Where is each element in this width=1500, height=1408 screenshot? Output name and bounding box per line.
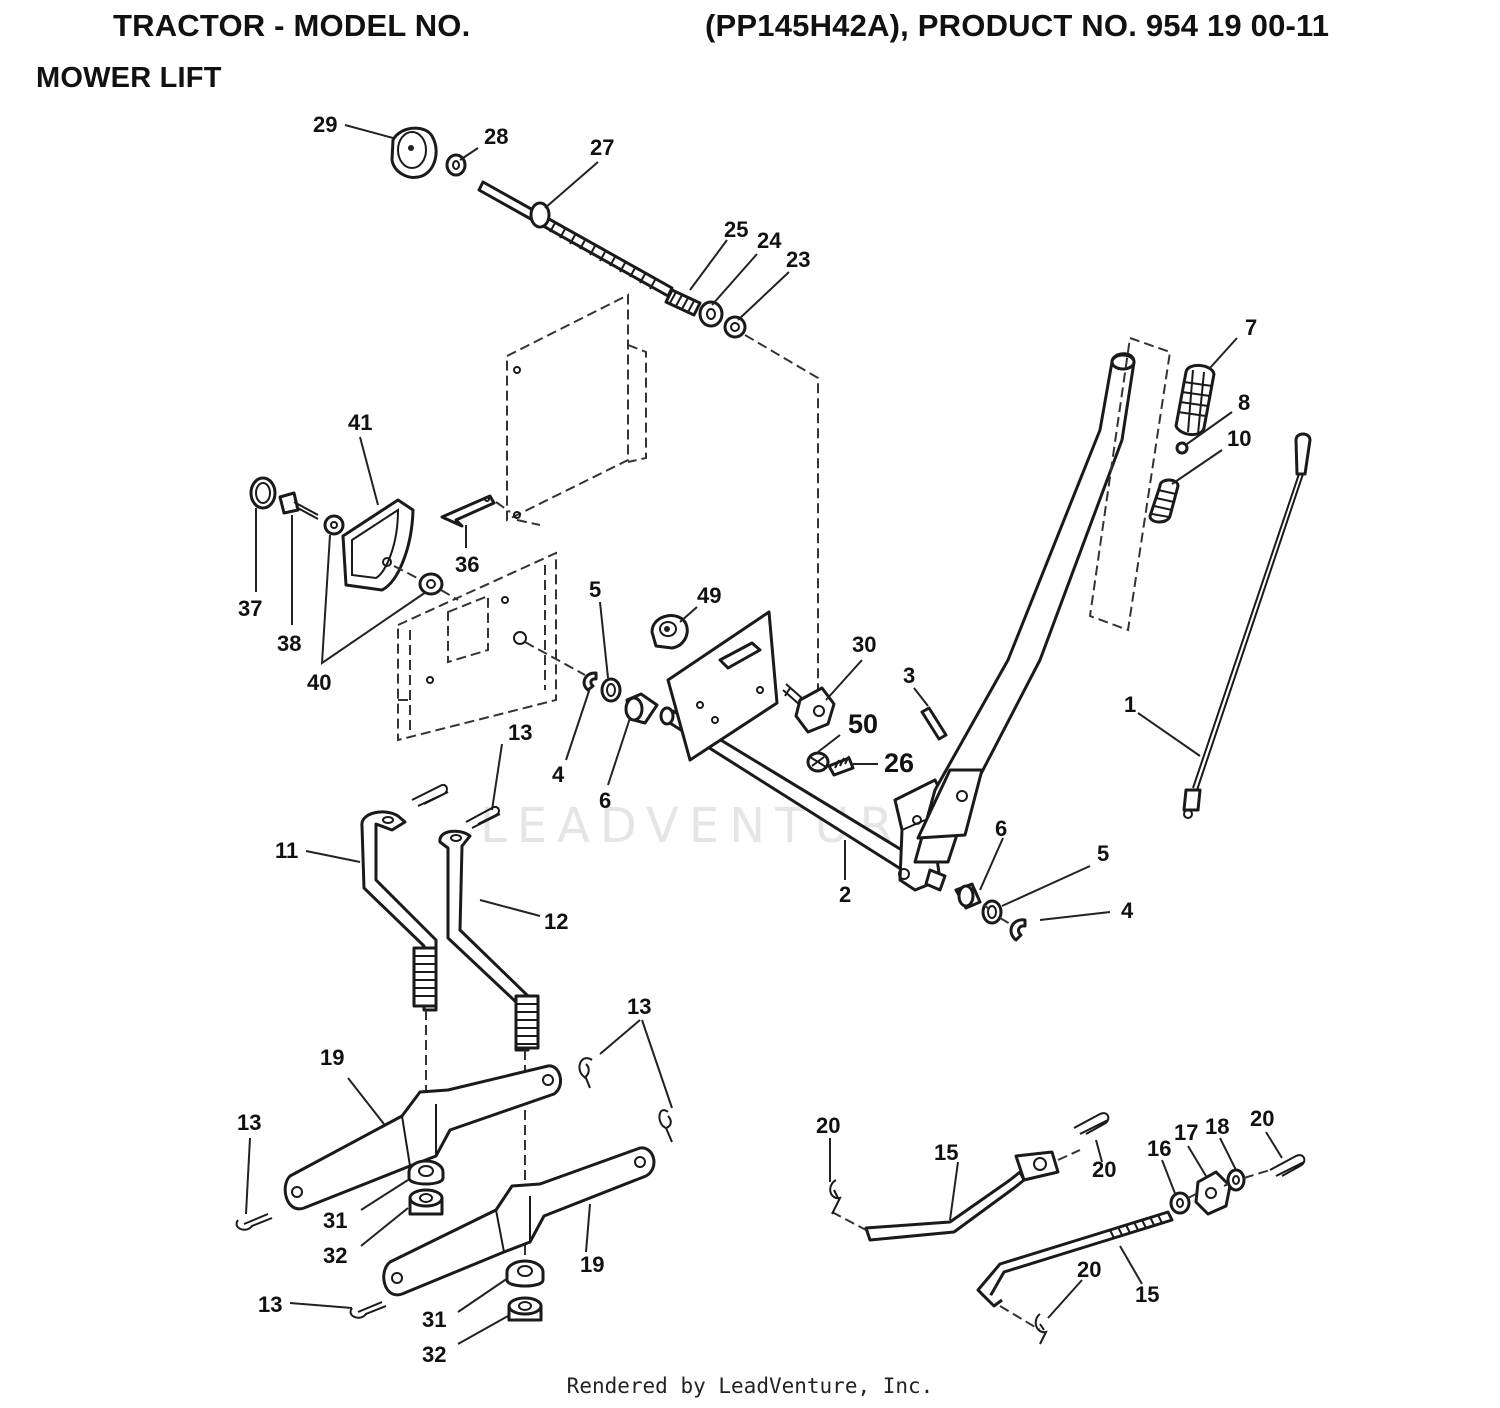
part-washer-5b[interactable] (981, 899, 1003, 925)
part-lift-handle[interactable] (913, 352, 1136, 864)
page-title-model: TRACTOR - MODEL NO. (113, 8, 471, 43)
callout-4a: 4 (552, 762, 565, 787)
callout-25: 25 (724, 217, 748, 242)
part-clip-36[interactable] (440, 494, 496, 528)
footer-credit: Rendered by LeadVenture, Inc. (566, 1374, 934, 1398)
callout-3: 3 (903, 663, 915, 688)
part-pin-3[interactable] (920, 706, 948, 741)
part-bushing-31b[interactable] (505, 1259, 545, 1288)
callout-19b: 19 (580, 1252, 604, 1277)
part-washer-16[interactable] (1169, 1191, 1191, 1215)
part-rod-15b[interactable] (976, 1210, 1174, 1308)
part-washer-50[interactable] (806, 751, 830, 773)
part-trunnion-17[interactable] (1194, 1170, 1232, 1216)
callout-5b: 5 (1097, 841, 1109, 866)
callout-31b: 31 (422, 1307, 446, 1332)
part-guide-41[interactable] (341, 498, 415, 592)
part-nut-32b[interactable] (507, 1296, 543, 1322)
part-cap-49[interactable] (650, 614, 689, 650)
part-washer-24[interactable] (698, 300, 724, 328)
callout-38: 38 (277, 631, 301, 656)
callout-41: 41 (348, 410, 372, 435)
callout-36: 36 (455, 552, 479, 577)
frame-panel-reference (397, 293, 647, 742)
callout-8: 8 (1238, 390, 1250, 415)
callout-12: 12 (544, 909, 568, 934)
part-lift-arm-19b[interactable] (382, 1146, 656, 1297)
callout-2: 2 (839, 882, 851, 907)
part-bushing-18[interactable] (1226, 1168, 1246, 1192)
part-threaded-rod-27[interactable] (477, 180, 674, 298)
callout-11: 11 (275, 838, 298, 863)
callout-10: 10 (1227, 426, 1251, 451)
callout-1: 1 (1124, 692, 1136, 717)
part-clip-20[interactable] (829, 1112, 1306, 1345)
callout-40: 40 (307, 670, 331, 695)
callout-17: 17 (1174, 1120, 1198, 1145)
callout-19a: 19 (320, 1045, 344, 1070)
callout-6b: 6 (995, 816, 1007, 841)
part-grip-7[interactable] (1174, 364, 1216, 436)
part-bolt-38[interactable] (278, 491, 319, 520)
part-ball-8[interactable] (1175, 441, 1189, 455)
callout-13d: 13 (258, 1292, 282, 1317)
callout-18: 18 (1205, 1114, 1229, 1139)
part-rod-1[interactable] (1182, 432, 1312, 819)
callout-32a: 32 (323, 1243, 347, 1268)
callout-13a: 13 (508, 720, 532, 745)
part-bushing-6a[interactable] (624, 692, 659, 725)
part-washer-40a[interactable] (323, 514, 345, 536)
part-ring-37[interactable] (249, 476, 277, 510)
part-nut-23[interactable] (723, 315, 747, 339)
callout-labels: 29 28 27 25 24 23 7 8 10 41 37 38 40 36 … (237, 112, 1274, 1367)
part-washer-40b[interactable] (418, 572, 444, 596)
callout-13b: 13 (627, 994, 651, 1019)
callout-26: 26 (884, 748, 914, 778)
callout-7: 7 (1245, 315, 1257, 340)
part-rod-15a[interactable] (864, 1150, 1060, 1242)
part-nut-32a[interactable] (408, 1188, 444, 1216)
diagram-subtitle: MOWER LIFT (36, 62, 222, 94)
callout-27: 27 (590, 135, 614, 160)
callout-31a: 31 (323, 1208, 347, 1233)
part-lift-link-12[interactable] (438, 829, 540, 1052)
callout-24: 24 (757, 228, 782, 253)
part-trunnion-30[interactable] (782, 683, 836, 734)
callout-29: 29 (313, 112, 337, 137)
callout-37: 37 (238, 596, 262, 621)
part-knob-29[interactable] (390, 126, 438, 179)
part-washer-5a[interactable] (600, 677, 622, 703)
part-bushing-31a[interactable] (407, 1159, 445, 1186)
callout-20b: 20 (1092, 1157, 1116, 1182)
callout-20a: 20 (816, 1113, 840, 1138)
part-spring-10[interactable] (1148, 478, 1180, 524)
callout-32b: 32 (422, 1342, 446, 1367)
part-lift-arm-19a[interactable] (283, 1064, 563, 1211)
part-screw-26[interactable] (827, 755, 855, 777)
part-bushing-4b[interactable] (1009, 918, 1027, 942)
callout-16: 16 (1147, 1136, 1171, 1161)
callout-15b: 15 (1135, 1282, 1159, 1307)
callout-28: 28 (484, 124, 508, 149)
callout-50: 50 (848, 709, 878, 739)
callout-5a: 5 (589, 577, 601, 602)
part-bushing-6b[interactable] (954, 882, 982, 910)
callout-6a: 6 (599, 788, 611, 813)
page-title-product: (PP145H42A), PRODUCT NO. 954 19 00-11 (705, 8, 1330, 43)
part-clip-13b[interactable] (235, 1057, 673, 1319)
callout-30: 30 (852, 632, 876, 657)
part-spring-25[interactable] (664, 288, 702, 317)
leader-lines (245, 124, 1283, 1345)
callout-20c: 20 (1250, 1106, 1274, 1131)
callout-23: 23 (786, 247, 810, 272)
callout-4b: 4 (1121, 898, 1134, 923)
callout-20d: 20 (1077, 1257, 1101, 1282)
callout-15a: 15 (934, 1140, 958, 1165)
callout-13c: 13 (237, 1110, 261, 1135)
part-lift-link-11[interactable] (360, 810, 438, 1012)
part-bushing-4a[interactable] (582, 671, 598, 692)
callout-49: 49 (697, 583, 721, 608)
